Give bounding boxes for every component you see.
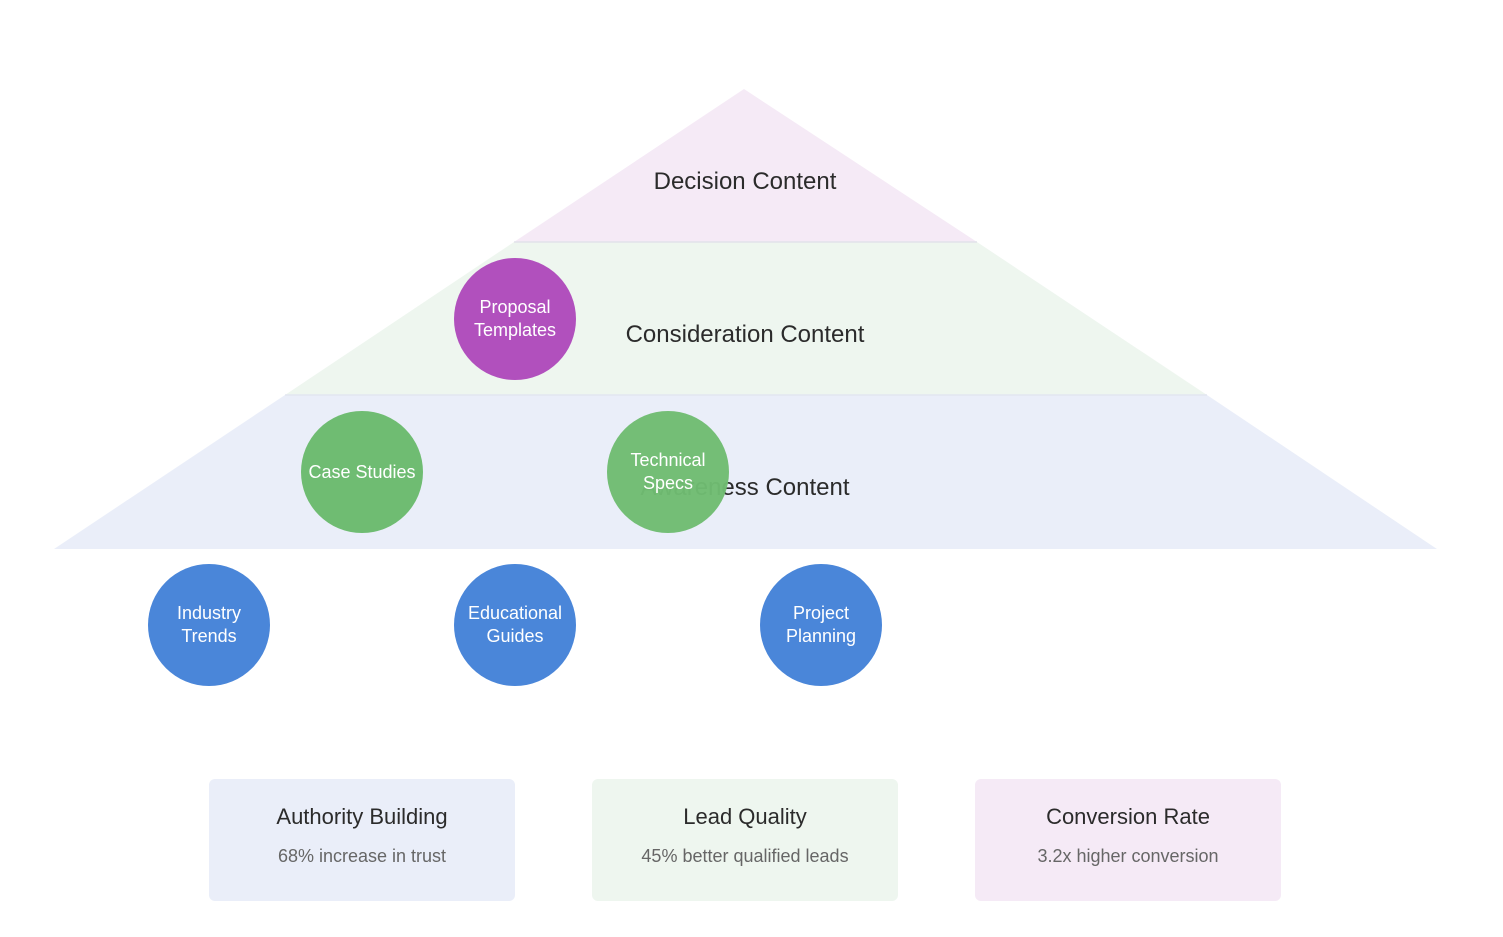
node-label: Case Studies xyxy=(308,461,416,482)
metric-text: 68% increase in trust xyxy=(277,846,447,866)
node-industry-trends: Industry Trends xyxy=(148,564,270,686)
tier-label-consideration: Consideration Content xyxy=(626,321,865,348)
node-educational-guides: Educational Guides xyxy=(454,564,576,686)
tier-consideration xyxy=(285,242,1207,395)
node-label: Project Planning xyxy=(785,603,857,646)
node-case-studies: Case Studies xyxy=(301,411,423,533)
metric-title: Authority Building xyxy=(276,804,448,829)
metric-title: Conversion Rate xyxy=(1046,804,1210,829)
node-label: Educational Guides xyxy=(467,603,563,646)
tier-label-decision: Decision Content xyxy=(654,168,837,195)
node-label: Technical Specs xyxy=(630,450,706,493)
metric-card-lead-quality: Lead Quality 45% better qualified leads xyxy=(592,779,898,901)
metric-text: 3.2x higher conversion xyxy=(1037,846,1219,866)
tier-decision xyxy=(514,89,977,242)
node-label: Industry Trends xyxy=(176,603,242,646)
node-label: Proposal Templates xyxy=(473,297,557,340)
node-proposal-templates: Proposal Templates xyxy=(454,258,576,380)
metric-title: Lead Quality xyxy=(683,804,807,829)
node-technical-specs: Technical Specs xyxy=(607,411,729,533)
metric-card-conversion: Conversion Rate 3.2x higher conversion xyxy=(975,779,1281,901)
tier-awareness xyxy=(54,395,1437,549)
metric-card-authority: Authority Building 68% increase in trust xyxy=(209,779,515,901)
node-project-planning: Project Planning xyxy=(760,564,882,686)
metric-text: 45% better qualified leads xyxy=(641,846,849,866)
